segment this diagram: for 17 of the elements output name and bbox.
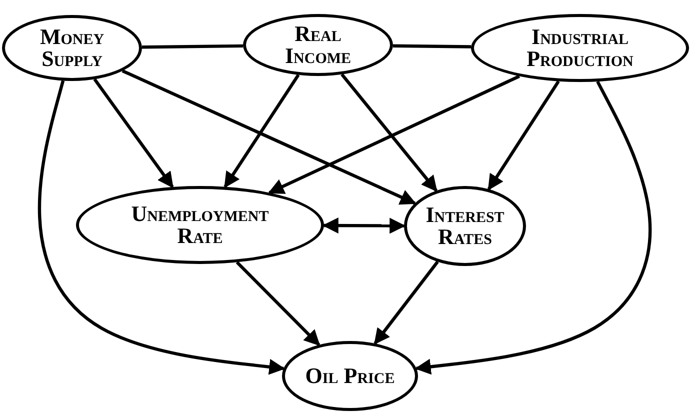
node-label: Industrial Production [526,26,634,70]
connector-line [142,44,244,49]
node-label: Interest Rates [424,204,506,248]
node-label: Oil Price [305,365,395,387]
arrow [224,74,300,188]
node-label: Unemployment Rate [130,203,270,247]
arrow [322,218,406,234]
arrow [93,78,174,188]
node-label: Money Supply [38,26,106,70]
arrow [268,74,520,194]
connector-line [392,44,472,48]
arrow [340,73,438,192]
arrow [236,261,320,346]
node-label: Real Income [284,23,352,67]
arrow [414,80,652,375]
arrow [38,80,286,375]
arrow [122,69,416,205]
